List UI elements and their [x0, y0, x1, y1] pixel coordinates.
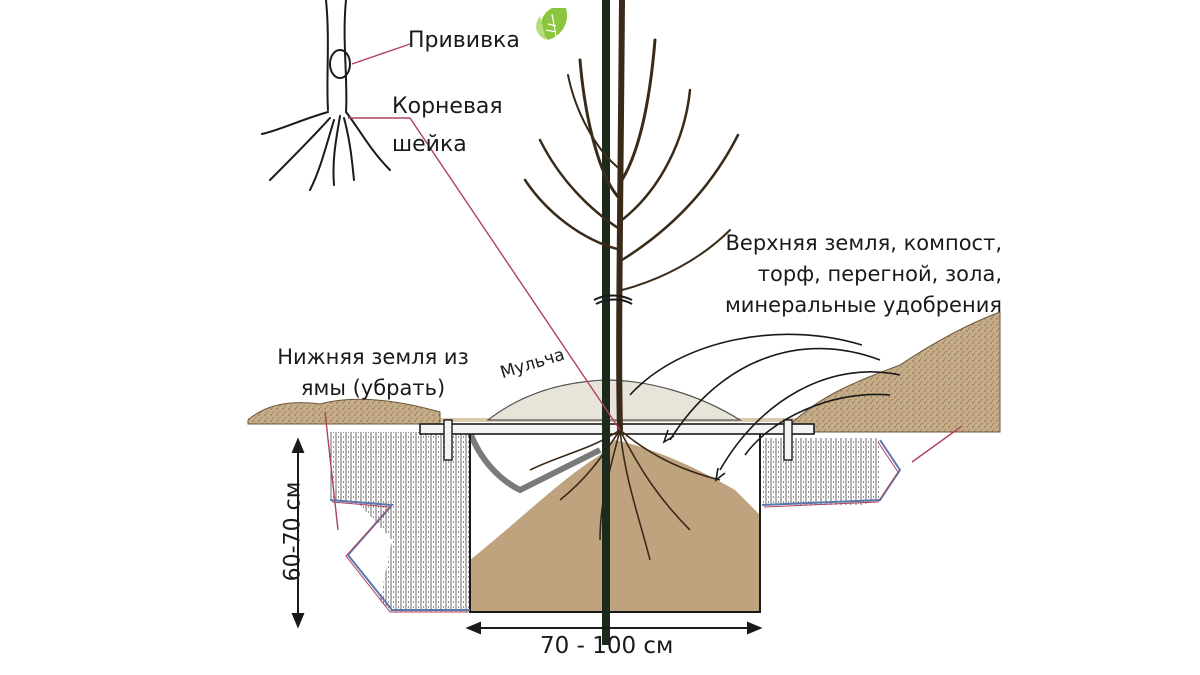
depth-dimension — [291, 437, 305, 629]
soil-layer-outlines — [329, 439, 902, 613]
stake-tie — [593, 294, 633, 305]
label-depth: 60-70 см — [280, 481, 306, 582]
pit-fill — [470, 440, 760, 612]
label-topsoil-line1: Верхняя земля, компост, — [725, 231, 1003, 255]
pit-wall-right — [762, 438, 880, 505]
sapling — [523, 0, 740, 433]
label-subsoil: Нижняя земля из ямы (убрать) — [268, 342, 478, 404]
subsoil-pile — [247, 398, 441, 425]
support-stake — [602, 0, 610, 645]
label-topsoil: Верхняя земля, компост, торф, перегной, … — [724, 228, 1002, 321]
label-topsoil-line2: торф, перегной, зола, — [757, 262, 1002, 286]
pit-wall-left — [330, 432, 470, 612]
label-graft: Прививка — [408, 28, 520, 53]
topsoil-arrows — [629, 333, 901, 482]
label-subsoil-line2: ямы (убрать) — [300, 376, 446, 400]
label-root-collar: Корневая шейка — [392, 88, 503, 164]
topsoil-mound — [789, 311, 1001, 433]
leaf-logo-icon — [536, 8, 568, 40]
label-root-collar-line2: шейка — [392, 132, 467, 157]
seedling-detail — [261, 0, 391, 191]
label-root-collar-line1: Корневая — [392, 94, 503, 119]
label-width: 70 - 100 см — [540, 633, 674, 659]
width-dimension — [465, 621, 763, 635]
pointer-lines — [324, 43, 963, 531]
label-topsoil-line3: минеральные удобрения — [724, 293, 1002, 317]
label-subsoil-line1: Нижняя земля из — [277, 345, 469, 369]
